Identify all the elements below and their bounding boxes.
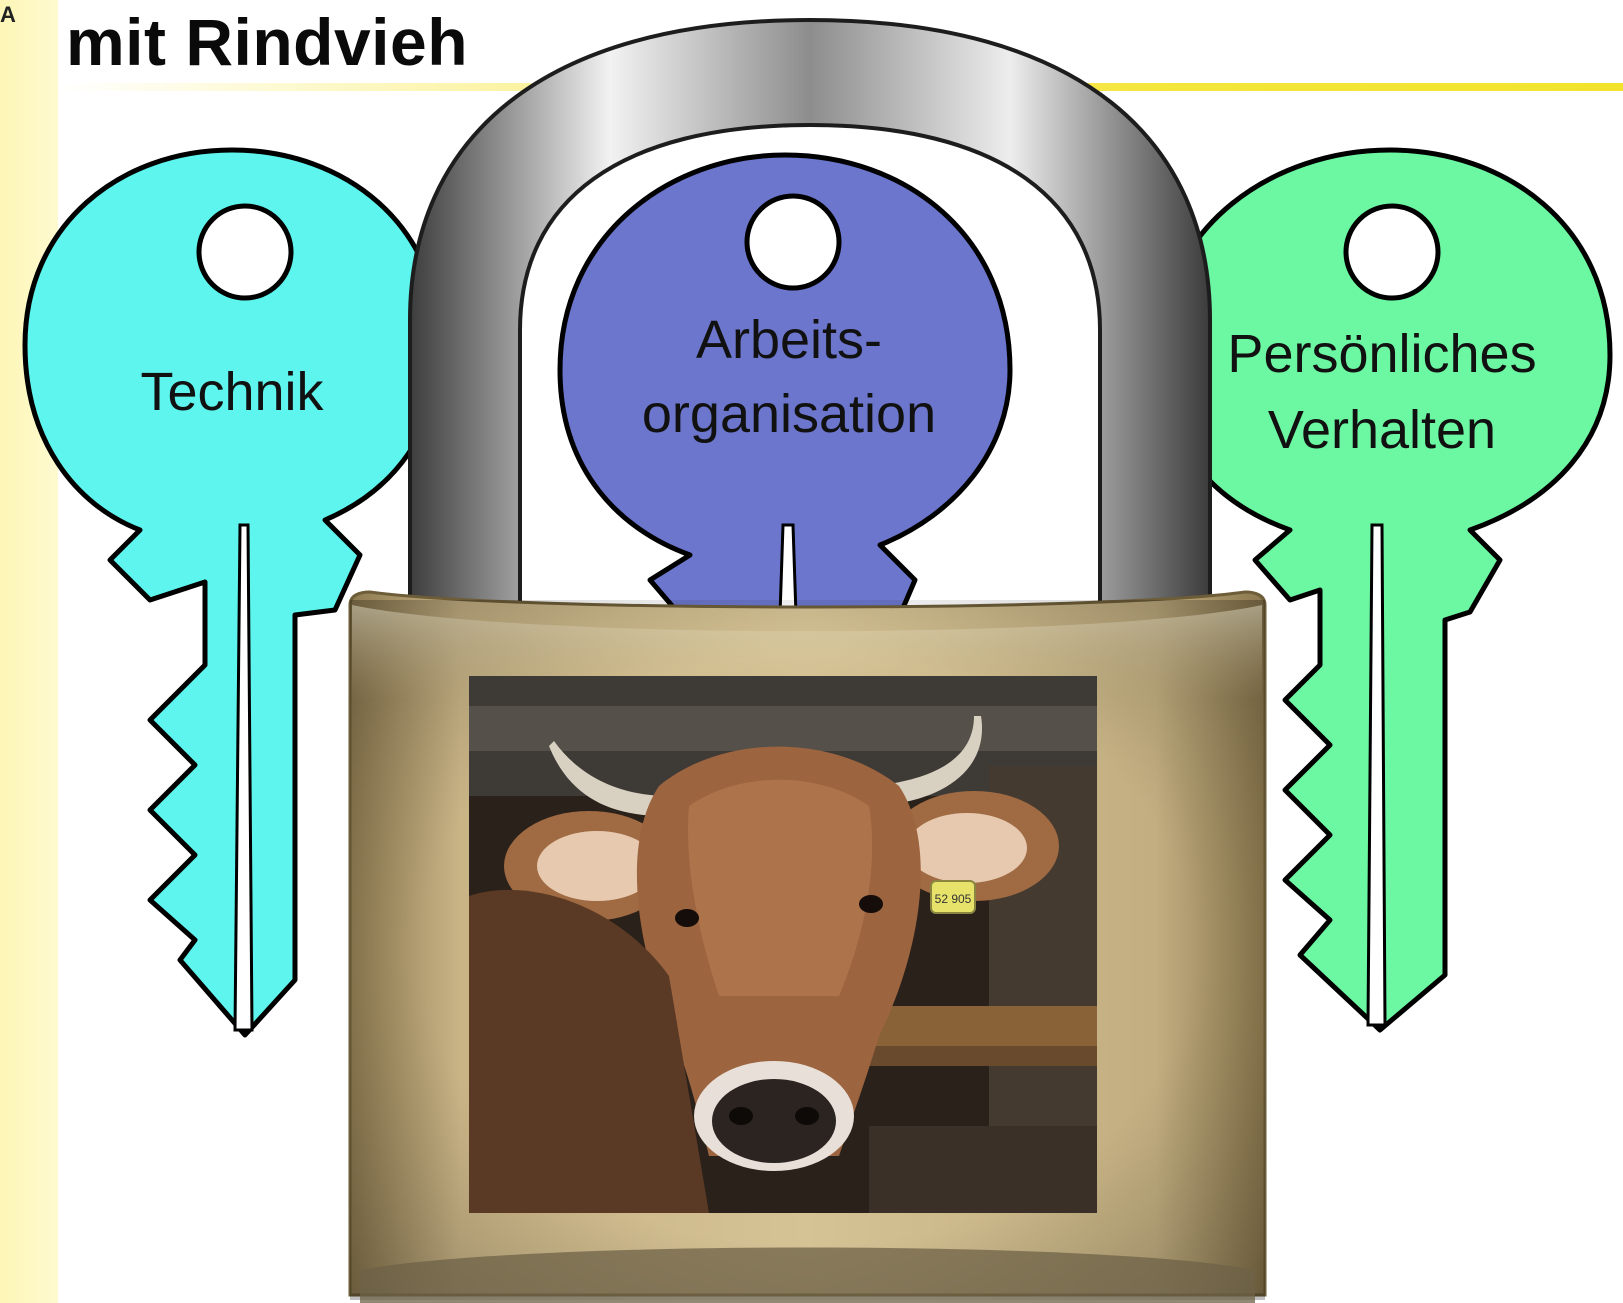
key-technik-groove: [233, 523, 254, 1032]
key-arbeitsorganisation-hole: [744, 193, 842, 291]
key-label-verhalten-line2: Verhalten: [1268, 400, 1496, 460]
key-label-arbeits-line2: organisation: [642, 384, 936, 444]
key-verhalten-hole: [1343, 203, 1441, 301]
padlock-shackle: [408, 17, 1212, 622]
page-title: mit Rindvieh: [66, 5, 469, 79]
key-verhalten: [1157, 147, 1613, 1033]
key-arbeitsorganisation: [557, 152, 1013, 618]
corner-letter: A: [0, 2, 16, 27]
cow-photo: 52 905: [469, 676, 1097, 1213]
key-label-arbeits-line1: Arbeits-: [696, 310, 882, 370]
left-accent-strip: [0, 0, 58, 1303]
key-label-verhalten-line1: Persönliches: [1227, 324, 1536, 384]
key-technik-hole: [196, 203, 294, 301]
key-verhalten-groove: [1366, 523, 1387, 1027]
key-label-technik: Technik: [140, 362, 324, 422]
ear-tag-text: 52 905: [935, 892, 972, 906]
